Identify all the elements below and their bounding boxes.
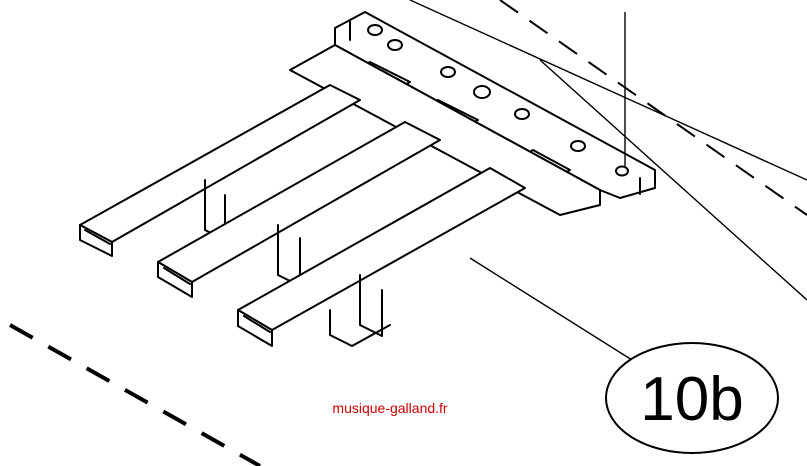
callout-bubble: 10b — [605, 342, 779, 454]
key-arm-2 — [157, 121, 441, 298]
reference-lines — [9, 0, 807, 466]
callout-label: 10b — [640, 365, 743, 434]
key-arm-3 — [237, 167, 526, 347]
leader-lines — [469, 12, 633, 361]
watermark-text: musique-galland.fr — [332, 400, 448, 416]
mounting-holes — [367, 24, 629, 177]
body-plate — [289, 44, 601, 216]
comb-part — [79, 11, 656, 347]
key-arm-1 — [79, 84, 361, 257]
